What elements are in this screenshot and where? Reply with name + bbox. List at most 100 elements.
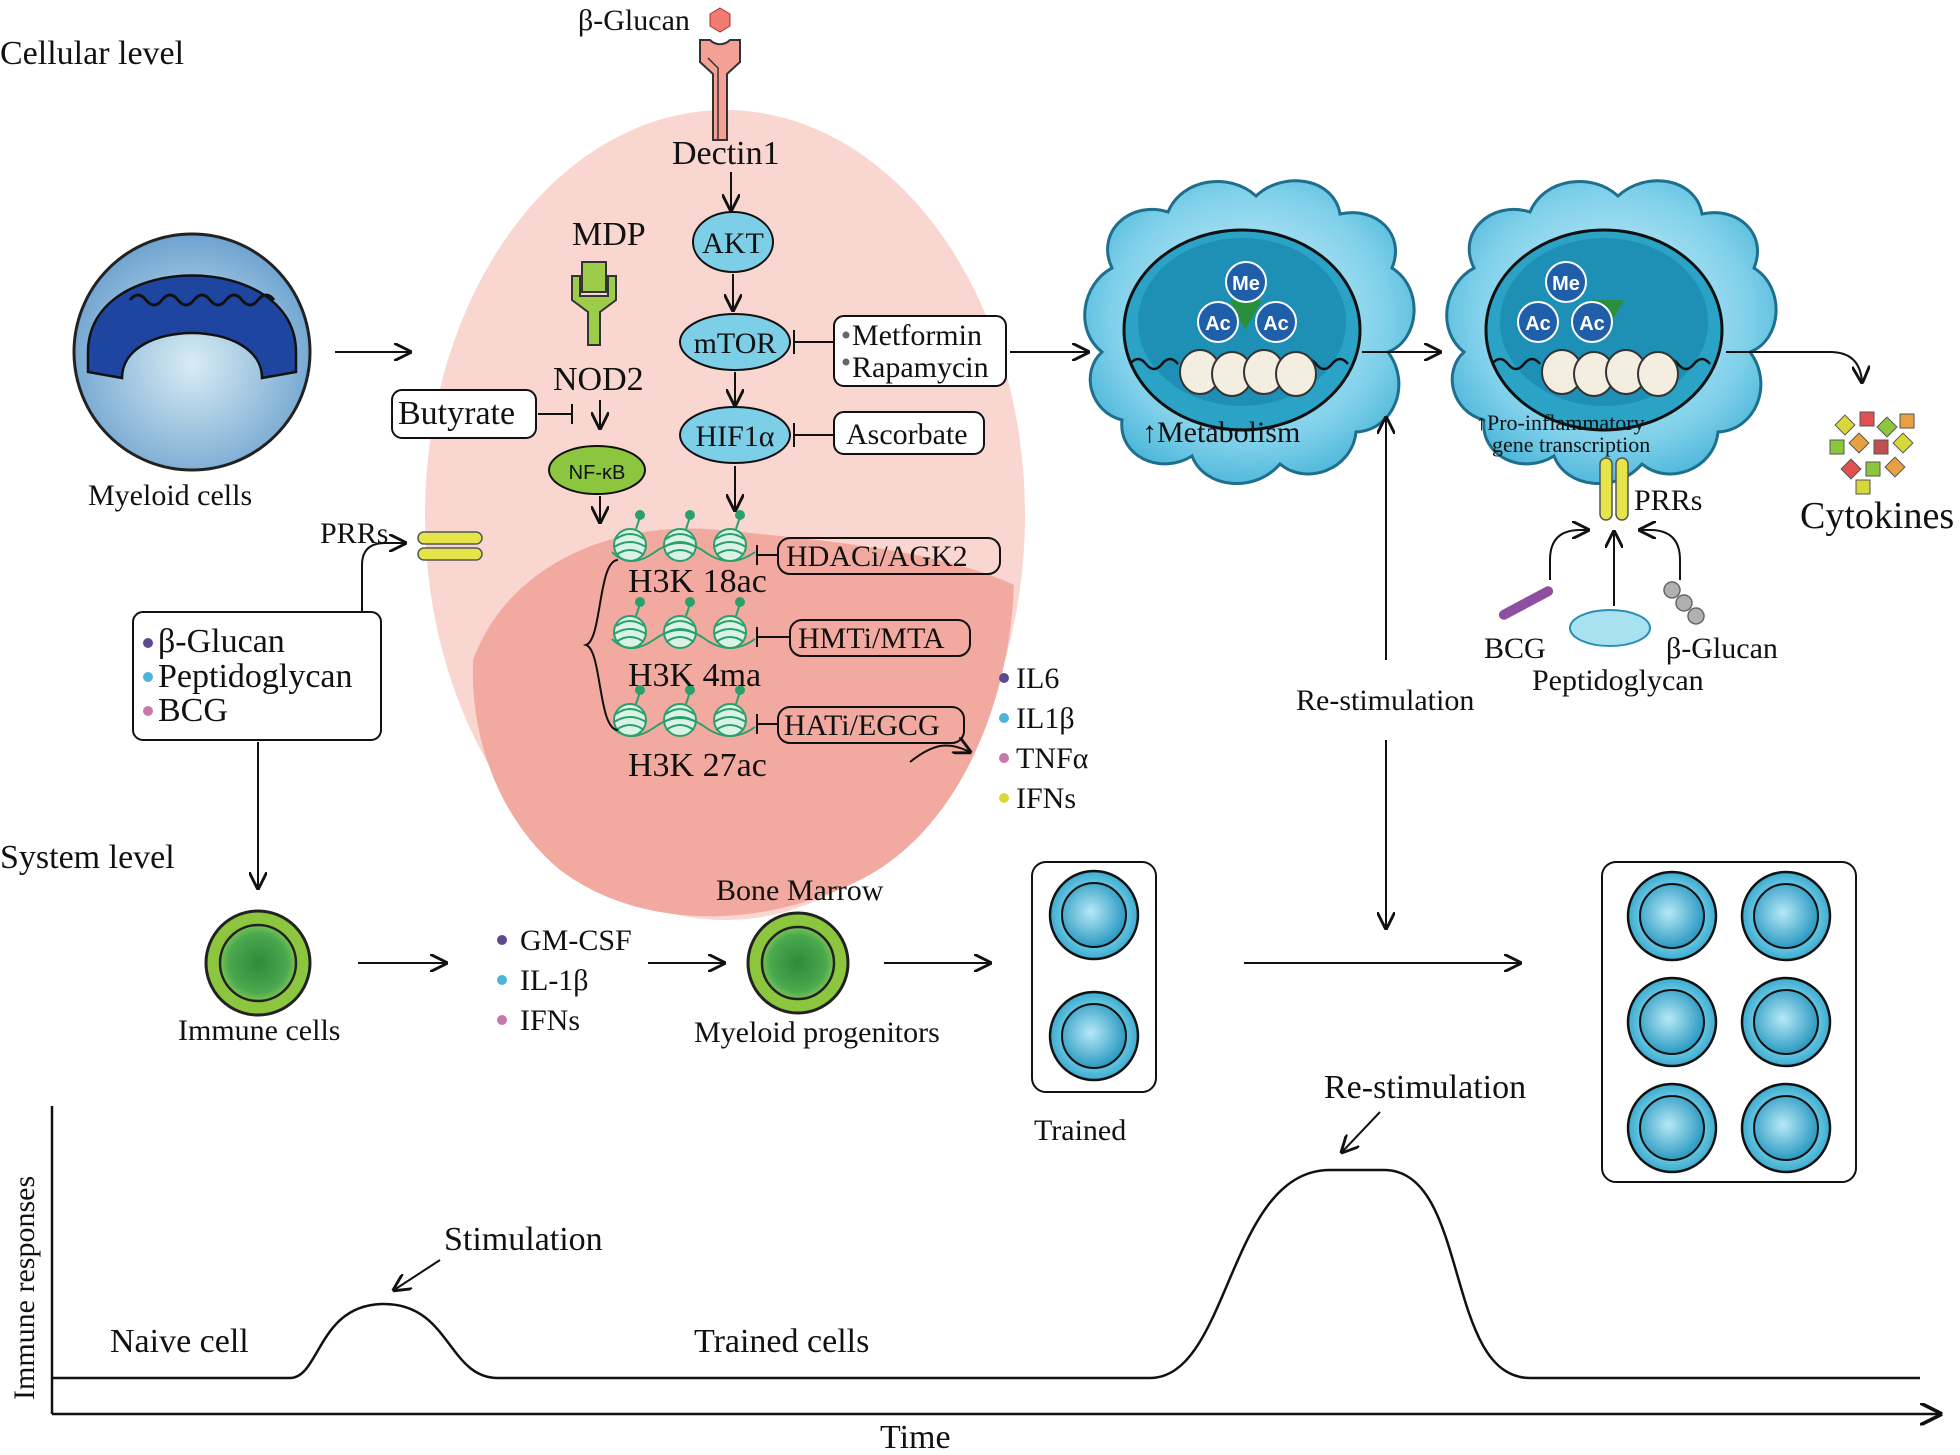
- prrs-right-label: PRRs: [1634, 484, 1702, 517]
- plate-cell-5: [1626, 1082, 1718, 1174]
- hati-label: HATi/EGCG: [784, 709, 940, 742]
- mtor-node: [679, 313, 791, 371]
- dectin1-receptor: [699, 39, 741, 141]
- arrow-cell2-to-cytokines: [1726, 351, 1862, 382]
- plate-cell-6: [1740, 1082, 1832, 1174]
- il1b-sys-label: IL-1β: [520, 964, 589, 997]
- hdaci-box: [777, 537, 1001, 575]
- butyrate-box: [391, 389, 537, 439]
- plate-cell-1: [1626, 870, 1718, 962]
- plate-cell-3: [1626, 976, 1718, 1068]
- prr-left-bar-2: [417, 547, 483, 561]
- system-level-label: System level: [0, 839, 175, 876]
- hif1a-node: [679, 406, 791, 464]
- gm-csf-dot: [497, 935, 507, 945]
- bcg-label-right: BCG: [1484, 632, 1546, 665]
- ac-mark-2a-label: Ac: [1525, 313, 1551, 335]
- stimuli-dot-3: [143, 706, 153, 716]
- dectin1-label: Dectin1: [672, 135, 780, 172]
- h3k18ac-label: H3K 18ac: [628, 563, 767, 600]
- ac-mark-2b-label: Ac: [1579, 313, 1605, 335]
- hmti-label: HMTi/MTA: [798, 622, 945, 655]
- y-axis-label: Immune responses: [8, 1176, 41, 1400]
- myeloid-cell: [72, 232, 312, 472]
- arrow-bcg-to-prr: [1549, 530, 1588, 580]
- nucleosomes-row-1: [611, 510, 756, 562]
- trained-cell-a: [1048, 869, 1140, 961]
- plate-cell-2: [1740, 870, 1832, 962]
- stimuli-item-3: BCG: [158, 692, 228, 729]
- beta-glucan-hexagon: [709, 7, 731, 33]
- cellular-level-label: Cellular level: [0, 35, 184, 72]
- metabolism-label: ↑Metabolism: [1142, 416, 1300, 449]
- restimulation-mid-label: Re-stimulation: [1296, 684, 1474, 717]
- cytokines-cluster: [1829, 411, 1915, 495]
- ac-mark-1a: [1197, 301, 1239, 343]
- il6-dot: [999, 673, 1009, 683]
- beta-glucan-beads: [1663, 581, 1705, 625]
- arrow-to-cytokine-list: [909, 745, 970, 763]
- stimuli-item-2: Peptidoglycan: [158, 658, 353, 695]
- rapamycin-label: Rapamycin: [852, 351, 989, 384]
- nod2-label: NOD2: [553, 361, 644, 398]
- hif1a-label: HIF1α: [695, 420, 774, 453]
- prr-right-bar-2: [1615, 457, 1629, 521]
- myeloid-progenitors-label: Myeloid progenitors: [694, 1016, 940, 1049]
- x-axis-label: Time: [880, 1419, 951, 1450]
- plate-cell-4: [1740, 976, 1832, 1068]
- immune-cells-label: Immune cells: [178, 1014, 340, 1047]
- progenitor-cell: [746, 911, 850, 1015]
- hmti-box: [789, 619, 971, 657]
- nucleosomes-row-3: [611, 685, 756, 737]
- response-curve: [52, 1168, 1920, 1380]
- il1b-sys-dot: [497, 975, 507, 985]
- arrow-stimuli-to-prr: [361, 543, 405, 612]
- ascorbate-label: Ascorbate: [846, 418, 968, 451]
- bcg-rod: [1498, 586, 1554, 620]
- ascorbate-box: [833, 411, 985, 455]
- mdp-label: MDP: [572, 216, 646, 253]
- akt-node: [692, 211, 774, 273]
- butyrate-label: Butyrate: [398, 395, 515, 432]
- prr-right-bar-1: [1599, 457, 1613, 521]
- peptidoglycan-label-right: Peptidoglycan: [1532, 664, 1704, 697]
- mtor-label: mTOR: [694, 327, 777, 360]
- hdaci-label: HDACi/AGK2: [786, 540, 968, 573]
- bone-marrow-label: Bone Marrow: [716, 874, 884, 907]
- il1b-dot: [999, 713, 1009, 723]
- tnfa-label: TNFα: [1016, 742, 1089, 775]
- h3k4ma-label: H3K 4ma: [628, 657, 761, 694]
- naive-cell-label: Naive cell: [110, 1323, 249, 1360]
- il6-label: IL6: [1016, 662, 1059, 695]
- tnfa-dot: [999, 753, 1009, 763]
- nfkb-node: [548, 445, 646, 495]
- ifns-label: IFNs: [1016, 782, 1076, 815]
- stimuli-box: [132, 611, 382, 741]
- rapamycin-dot: [842, 358, 850, 366]
- trained-cell-1: [1083, 179, 1416, 485]
- me-mark-1: [1225, 261, 1267, 303]
- myeloid-cells-label: Myeloid cells: [88, 479, 252, 512]
- histone-brace: [582, 559, 619, 731]
- me-mark-1-label: Me: [1232, 273, 1260, 295]
- gm-csf-label: GM-CSF: [520, 924, 632, 957]
- gene-transcription-label: gene transcription: [1492, 432, 1650, 457]
- nod2-receptor: [571, 261, 617, 346]
- ifns-dot: [999, 793, 1009, 803]
- me-mark-2-label: Me: [1552, 273, 1580, 295]
- il1b-label: IL1β: [1016, 702, 1075, 735]
- arrow-glucan-to-prr: [1640, 530, 1681, 580]
- beta-glucan-label-right: β-Glucan: [1666, 632, 1778, 665]
- stimulation-label: Stimulation: [444, 1221, 603, 1258]
- h3k27ac-label: H3K 27ac: [628, 747, 767, 784]
- restimulation-curve-label: Re-stimulation: [1324, 1069, 1526, 1106]
- trained-cells-label: Trained cells: [694, 1323, 869, 1360]
- ac-mark-1b: [1255, 301, 1297, 343]
- stimuli-dot-1: [143, 638, 153, 648]
- nfkb-label: NF-κB: [569, 462, 626, 484]
- peptidoglycan-ellipse: [1569, 609, 1651, 647]
- stimuli-dot-2: [143, 672, 153, 682]
- metformin-dot: [842, 331, 850, 339]
